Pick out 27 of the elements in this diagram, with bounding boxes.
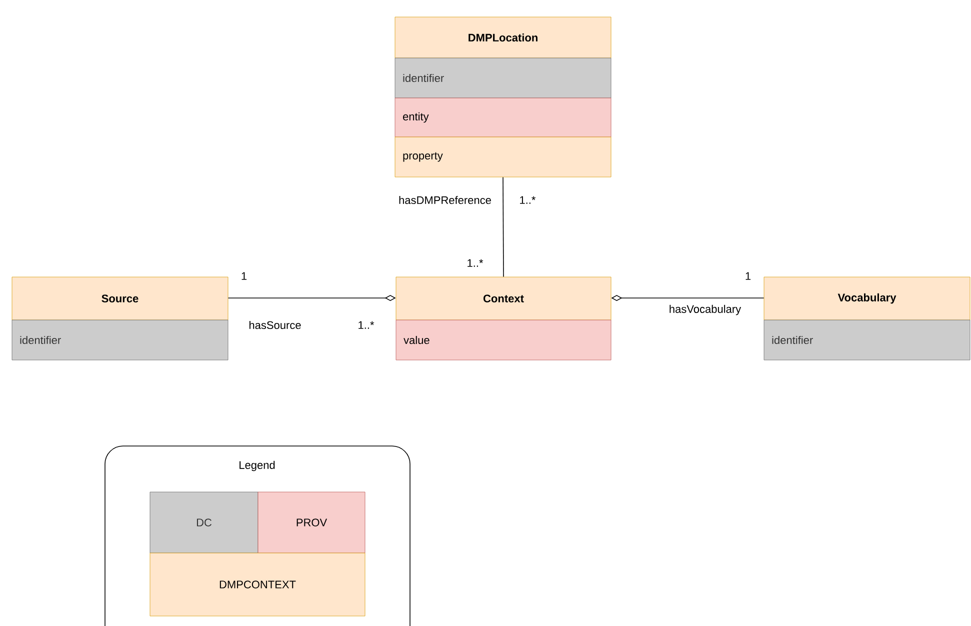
edge-label: hasSource xyxy=(249,320,301,330)
edge-label: hasVocabulary xyxy=(670,304,742,316)
connector xyxy=(502,176,504,278)
class-header: Vocabulary xyxy=(764,276,970,320)
attribute-row: property xyxy=(394,136,612,178)
multiplicity-label: 1..* xyxy=(468,259,484,267)
class-header: DMPLocation xyxy=(394,16,612,58)
attribute-row: identifier xyxy=(764,320,970,360)
attribute-row: value xyxy=(396,320,612,360)
multiplicity-label: 1..* xyxy=(358,321,374,329)
multiplicity-label: 1 xyxy=(242,272,247,280)
edge-label: hasDMPReference xyxy=(399,196,491,204)
class-box xyxy=(764,276,970,360)
attribute-row: identifier xyxy=(12,320,228,360)
class-header: Context xyxy=(396,276,612,320)
legend-title: Legend xyxy=(240,460,275,472)
attribute-row: entity xyxy=(394,98,612,138)
class-header: Source xyxy=(12,276,228,320)
multiplicity-label: 1 xyxy=(746,272,751,280)
attribute-row: identifier xyxy=(394,58,612,98)
class-box xyxy=(12,276,228,360)
legend-cell: DC xyxy=(150,492,258,554)
class-box xyxy=(394,16,612,178)
legend-cell: DMPCONTEXT xyxy=(150,552,366,616)
multiplicity-label: 1..* xyxy=(520,196,536,204)
class-box xyxy=(396,276,612,360)
legend-cell: PROV xyxy=(258,492,366,554)
